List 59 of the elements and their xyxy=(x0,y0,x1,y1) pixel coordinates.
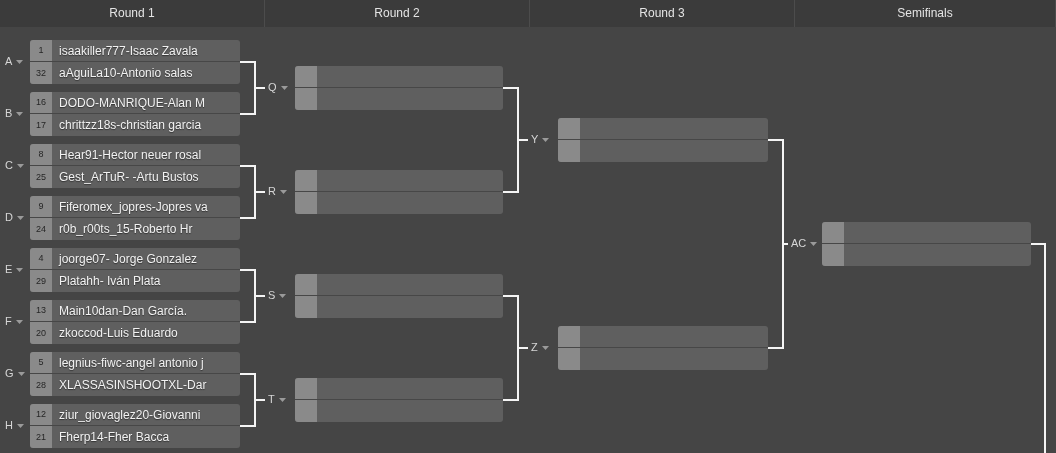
match-letter: E xyxy=(5,263,13,276)
player-name: aAguiLa10-Antonio salas xyxy=(59,66,193,80)
seed-number: 5 xyxy=(30,352,52,373)
player-name: isaakiller777-Isaac Zavala xyxy=(59,44,198,58)
match-letter: F xyxy=(5,315,12,328)
match-letter: A xyxy=(5,55,13,68)
match-letter: D xyxy=(5,211,13,224)
player-name: joorge07- Jorge Gonzalez xyxy=(59,252,198,266)
player-name: chrittzz18s-christian garcia xyxy=(59,118,202,132)
match-letter: R xyxy=(268,185,276,198)
seed-number: 1 xyxy=(30,40,52,61)
player-name: Main10dan-Dan García. xyxy=(59,304,188,318)
seed-number: 32 xyxy=(30,62,52,84)
player-name: Gest_ArTuR- -Artu Bustos xyxy=(59,170,199,184)
bracket-line xyxy=(767,243,789,349)
bracket-line xyxy=(239,295,266,323)
match-letter: AC xyxy=(791,237,807,250)
player-name: ziur_giovaglez20-Giovanni xyxy=(59,408,201,422)
seed-number: 8 xyxy=(30,144,52,165)
bracket-line xyxy=(239,191,266,219)
seed-number: 25 xyxy=(30,166,52,188)
bracket-line xyxy=(1030,243,1046,453)
match-letter: B xyxy=(5,107,13,120)
match-letter: Q xyxy=(268,81,277,94)
seed-number: 29 xyxy=(30,270,52,292)
round-header: Round 2 xyxy=(265,0,530,27)
player-name: Hear91-Hector neuer rosal xyxy=(59,148,202,162)
round-header: Round 1 xyxy=(0,0,265,27)
seed-number: 28 xyxy=(30,374,52,396)
round-header: Round 3 xyxy=(530,0,795,27)
player-name: XLASSASINSHOOTXL-Dar xyxy=(59,378,207,392)
match-letter: Z xyxy=(531,341,538,354)
match-letter: S xyxy=(268,289,276,302)
player-name: r0b_r00ts_15-Roberto Hr xyxy=(59,222,193,236)
player-name: Fiferomex_jopres-Jopres va xyxy=(59,200,208,214)
bracket-line xyxy=(239,87,266,115)
match-letter: T xyxy=(268,393,275,406)
bracket-line xyxy=(502,139,529,193)
seed-number: 17 xyxy=(30,114,52,136)
match-letter: Y xyxy=(531,133,539,146)
seed-number: 16 xyxy=(30,92,52,113)
player-name: Fherp14-Fher Bacca xyxy=(59,430,170,444)
seed-number: 13 xyxy=(30,300,52,321)
seed-number: 21 xyxy=(30,426,52,448)
seed-number: 4 xyxy=(30,248,52,269)
player-name: legnius-fiwc-angel antonio j xyxy=(59,356,204,370)
player-name: DODO-MANRIQUE-Alan M xyxy=(59,96,205,110)
seed-number: 24 xyxy=(30,218,52,240)
match-letter: H xyxy=(5,419,13,432)
seed-number: 20 xyxy=(30,322,52,344)
seed-number: 9 xyxy=(30,196,52,217)
player-name: Platahh- Iván Plata xyxy=(59,274,161,288)
match-letter: G xyxy=(5,367,14,380)
round-header: Semifinals xyxy=(795,0,1056,27)
bracket-line xyxy=(239,399,266,427)
seed-number: 12 xyxy=(30,404,52,425)
match-letter: C xyxy=(5,159,13,172)
player-name: zkoccod-Luis Eduardo xyxy=(59,326,178,340)
bracket-line xyxy=(502,347,529,401)
